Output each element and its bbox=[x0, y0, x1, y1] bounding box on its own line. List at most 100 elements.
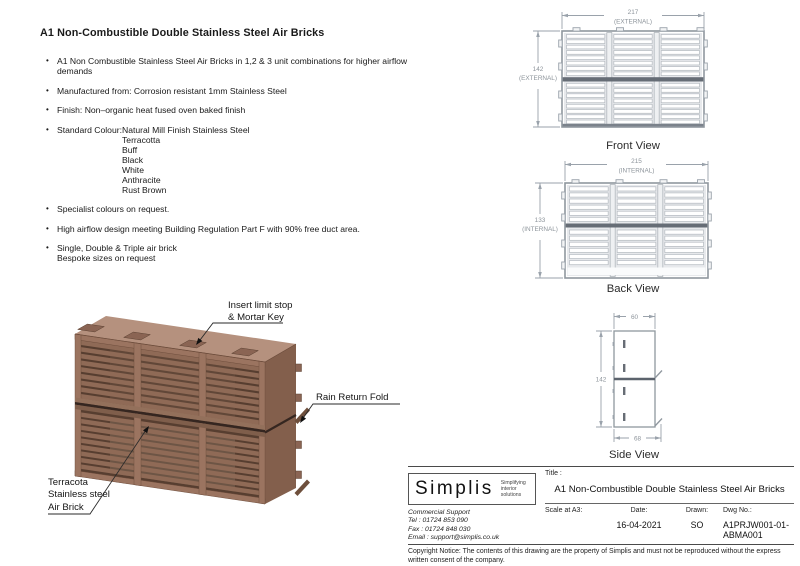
leader-line bbox=[48, 426, 149, 515]
bullet-text: Manufactured from: Corrosion resistant 1… bbox=[57, 85, 287, 96]
colour-option: Black bbox=[122, 154, 144, 165]
bullet-text: Finish: Non–organic heat fused oven bake… bbox=[57, 105, 246, 115]
bullet-icon: • bbox=[46, 124, 49, 134]
bullet-text: Bespoke sizes on request bbox=[57, 253, 156, 263]
colour-option: Terracotta bbox=[122, 134, 161, 145]
bullet-icon: • bbox=[46, 223, 49, 233]
company-panel: Simplis Simplifying interior solutions C… bbox=[408, 467, 545, 544]
bullet-icon: • bbox=[46, 204, 49, 213]
front-view-dimensions: 217 (EXTERNAL) 142 (EXTERNAL) bbox=[519, 9, 705, 128]
bullet-icon: • bbox=[46, 56, 49, 65]
dim-width-qualifier: (INTERNAL) bbox=[619, 168, 655, 175]
list-item-standard-colour: • Standard Colour: Natural Mill Finish S… bbox=[40, 125, 442, 195]
back-view-tabs bbox=[561, 179, 712, 270]
scale-header: Scale at A3: bbox=[545, 507, 583, 514]
figure-annotations: Insert limit stop & Mortar Key Rain Retu… bbox=[48, 300, 400, 515]
drawn-value: SO bbox=[690, 520, 704, 530]
dim-top-depth: 60 bbox=[631, 314, 639, 321]
bullet-text: demands bbox=[57, 66, 93, 76]
bullet-icon: • bbox=[46, 243, 49, 252]
dim-width: 215 bbox=[631, 158, 642, 165]
annotation-material: Stainless steel bbox=[48, 489, 110, 500]
rain-fold-line bbox=[654, 418, 663, 427]
colour-option: Anthracite bbox=[122, 174, 161, 185]
contact-fax: Fax : 01724 848 030 bbox=[408, 525, 471, 533]
title-block: Simplis Simplifying interior solutions C… bbox=[408, 466, 794, 565]
back-view-drawing: 215 (INTERNAL) 133 (INTERNAL) bbox=[522, 158, 712, 279]
annotation-limit-stop: & Mortar Key bbox=[228, 312, 284, 323]
contact-support: Commercial Support bbox=[408, 509, 470, 516]
logo-wordmark: Simplis bbox=[415, 478, 494, 499]
list-item: • Specialist colours on request. bbox=[40, 204, 442, 214]
dim-height: 133 bbox=[535, 217, 546, 224]
back-view-slats bbox=[565, 184, 708, 277]
contact-email: Email : support@simplis.co.uk bbox=[408, 533, 500, 541]
bullet-icon: • bbox=[46, 85, 49, 95]
title-block-bottom-border bbox=[408, 544, 794, 545]
company-logo: Simplis Simplifying interior solutions bbox=[408, 473, 536, 505]
annotation-rain-fold: Rain Return Fold bbox=[316, 392, 389, 403]
colour-option: Rust Brown bbox=[122, 184, 167, 195]
dim-height: 142 bbox=[533, 66, 544, 73]
back-view-dimensions: 215 (INTERNAL) 133 (INTERNAL) bbox=[522, 158, 709, 279]
side-view-caption: Side View bbox=[608, 449, 660, 461]
leader-line bbox=[300, 403, 400, 422]
brick-details bbox=[74, 323, 310, 496]
arrowhead-icon bbox=[300, 415, 307, 423]
brick-front-face bbox=[74, 333, 266, 505]
dwg-no-header: Dwg No.: bbox=[723, 507, 752, 514]
date-header: Date: bbox=[630, 507, 648, 514]
front-view-slats bbox=[562, 32, 704, 127]
bullet-icon: • bbox=[46, 105, 49, 114]
front-view-frame bbox=[561, 30, 705, 128]
colour-option: Buff bbox=[122, 144, 138, 155]
leader-line bbox=[196, 322, 283, 345]
dim-width-qualifier: (EXTERNAL) bbox=[614, 19, 652, 26]
list-item: • Single, Double & Triple air brick Besp… bbox=[40, 243, 442, 263]
front-view-drawing: 217 (EXTERNAL) 142 (EXTERNAL) bbox=[519, 9, 708, 128]
list-item: • Finish: Non–organic heat fused oven ba… bbox=[40, 105, 442, 115]
list-item: • High airflow design meeting Building R… bbox=[40, 224, 442, 234]
contact-tel: Tel : 01724 853 090 bbox=[408, 517, 468, 525]
dim-height: 142 bbox=[596, 377, 607, 384]
info-headers: Scale at A3: Date: Drawn: Dwg No.: bbox=[545, 504, 794, 514]
colour-option: Natural Mill Finish Stainless Steel bbox=[122, 124, 250, 135]
title-block-top-border bbox=[408, 466, 794, 467]
copyright-notice: Copyright Notice: The contents of this d… bbox=[408, 548, 781, 564]
divider bbox=[545, 503, 794, 504]
logo-tagline: Simplifying interior solutions bbox=[500, 480, 526, 498]
drawing-title: A1 Non-Combustible Double Stainless Stee… bbox=[554, 484, 785, 495]
dim-bottom-depth: 68 bbox=[634, 436, 642, 443]
side-view-dimensions: 60 142 68 bbox=[596, 313, 662, 443]
arrowhead-icon bbox=[196, 337, 203, 345]
dim-height-qualifier: (INTERNAL) bbox=[522, 226, 558, 233]
colour-options: Natural Mill Finish Stainless Steel Terr… bbox=[122, 125, 250, 195]
bullet-text: A1 Non Combustible Stainless Steel Air B… bbox=[57, 56, 408, 66]
drawn-header: Drawn: bbox=[685, 507, 709, 514]
specification-block: A1 Non-Combustible Double Stainless Stee… bbox=[40, 27, 442, 273]
bullet-text: Single, Double & Triple air brick bbox=[57, 243, 177, 253]
back-view-caption: Back View bbox=[606, 283, 660, 295]
side-view-drawing: 60 142 68 bbox=[596, 313, 663, 443]
dim-width: 217 bbox=[628, 9, 639, 16]
colour-option: White bbox=[122, 164, 144, 175]
dim-height-qualifier: (EXTERNAL) bbox=[519, 75, 557, 82]
drawing-info-panel: Title : A1 Non-Combustible Double Stainl… bbox=[545, 467, 794, 544]
back-view-frame bbox=[564, 182, 709, 279]
info-values: 16-04-2021 SO A1PRJW001-01-ABMA001 bbox=[545, 514, 794, 544]
page-title: A1 Non-Combustible Double Stainless Stee… bbox=[40, 27, 325, 39]
contact-details: Commercial Support Tel : 01724 853 090 F… bbox=[408, 509, 545, 542]
scale-value bbox=[545, 520, 607, 540]
list-item: • A1 Non Combustible Stainless Steel Air… bbox=[40, 56, 442, 76]
bullet-text: Specialist colours on request. bbox=[57, 204, 170, 214]
front-view-caption: Front View bbox=[606, 140, 660, 152]
side-view-slots bbox=[612, 340, 626, 421]
date-value: 16-04-2021 bbox=[616, 520, 662, 530]
annotation-material: Terracota bbox=[48, 477, 89, 488]
dwg-no-value: A1PRJW001-01-ABMA001 bbox=[723, 520, 790, 540]
front-view-tabs bbox=[558, 27, 708, 122]
annotation-material: Air Brick bbox=[48, 502, 84, 513]
iso-render: Insert limit stop & Mortar Key Rain Retu… bbox=[48, 300, 400, 515]
annotation-limit-stop: Insert limit stop bbox=[228, 300, 293, 311]
